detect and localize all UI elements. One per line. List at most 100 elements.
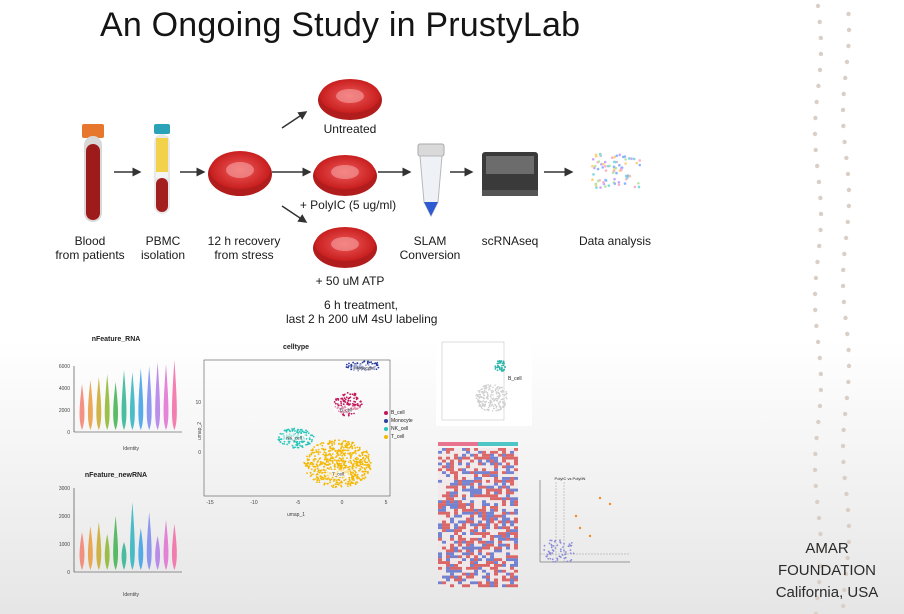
heatmap-cell [498,552,502,555]
heatmap-cell [498,584,502,587]
heatmap-cell [490,552,494,555]
umap-point [369,361,371,363]
heatmap-cell [458,454,462,457]
heatmap-cell [482,497,486,500]
heatmap-cell [438,460,442,463]
heatmap-cell [498,448,502,451]
heatmap-cell [514,509,518,512]
umap-point [321,445,323,447]
volcano-point [560,548,562,550]
heatmap-cell [446,463,450,466]
volcano-point [547,554,549,556]
heatmap-cell [482,544,486,547]
border-dot [844,492,848,496]
border-dot [845,332,849,336]
heatmap-cell [498,483,502,486]
heatmap-cell [454,529,458,532]
heatmap-cell [494,512,498,515]
umap-point [312,465,314,467]
heatmap-cell [450,468,454,471]
heatmap-cell [470,555,474,558]
heatmap-cell [438,523,442,526]
umap-point [346,457,348,459]
umap-point [313,446,315,448]
heatmap-cell [450,489,454,492]
small-umap-point [484,404,486,406]
heatmap-cell [454,558,458,561]
heatmap-cell [498,463,502,466]
heatmap-cell [506,561,510,564]
border-dot [846,348,850,352]
heatmap-cell [514,579,518,582]
heatmap-cell [446,584,450,587]
heatmap-cell [446,526,450,529]
heatmap-cell [486,480,490,483]
heatmap-cell [446,506,450,509]
heatmap-cell [438,515,442,518]
heatmap-cell [474,547,478,550]
umap-point [336,463,338,465]
heatmap-cell [490,535,494,538]
heatmap-cell [466,500,470,503]
heatmap-cell [470,523,474,526]
heatmap-cell [450,500,454,503]
heatmap-cell [486,573,490,576]
heatmap-cell [506,558,510,561]
umap-point [329,463,331,465]
heatmap-cell [462,529,466,532]
heatmap-cell [458,523,462,526]
small-umap-point [481,396,483,398]
legend-label: B_cell [391,410,405,416]
umap-point [332,453,334,455]
umap-point [301,441,303,443]
heatmap-cell [486,518,490,521]
heatmap-cell [474,564,478,567]
heatmap-cell [454,544,458,547]
umap-point [324,478,326,480]
volcano-point [551,552,553,554]
umap-point [361,452,363,454]
umap-point [368,454,370,456]
heatmap-cell [502,567,506,570]
x-tick-label: -5 [296,500,301,506]
umap-point [353,459,355,461]
umap-point [343,467,345,469]
umap-point [369,465,371,467]
heatmap-cell [458,564,462,567]
heatmap-cell [478,576,482,579]
heatmap-cell [474,471,478,474]
heatmap-cell [470,477,474,480]
heatmap-cell [506,463,510,466]
umap-point [326,455,328,457]
heatmap-cell [486,532,490,535]
heatmap-cell [454,494,458,497]
heatmap-cell [470,448,474,451]
umap-point [331,485,333,487]
umap-point [349,468,351,470]
heatmap-cell [454,570,458,573]
heatmap-cell [482,521,486,524]
heatmap-cell [510,526,514,529]
heatmap-cell [514,483,518,486]
heatmap-cell [466,538,470,541]
heatmap-cell [506,489,510,492]
heatmap-cell [486,576,490,579]
umap-point [306,472,308,474]
umap-point [317,451,319,453]
umap-point [350,364,352,366]
heatmap-cell [478,515,482,518]
heatmap-cell [462,486,466,489]
heatmap-cell [494,448,498,451]
heatmap-cell [498,509,502,512]
umap-point [347,392,349,394]
step-label-pbmc: PBMC isolation [128,234,198,262]
umap-point [326,464,328,466]
umap-point [349,393,351,395]
heatmap-cell [514,552,518,555]
heatmap-cell [458,492,462,495]
heatmap-cell [442,512,446,515]
heatmap-cell [454,480,458,483]
border-dot [847,524,851,528]
small-umap-point [481,407,483,409]
heatmap-cell [506,570,510,573]
